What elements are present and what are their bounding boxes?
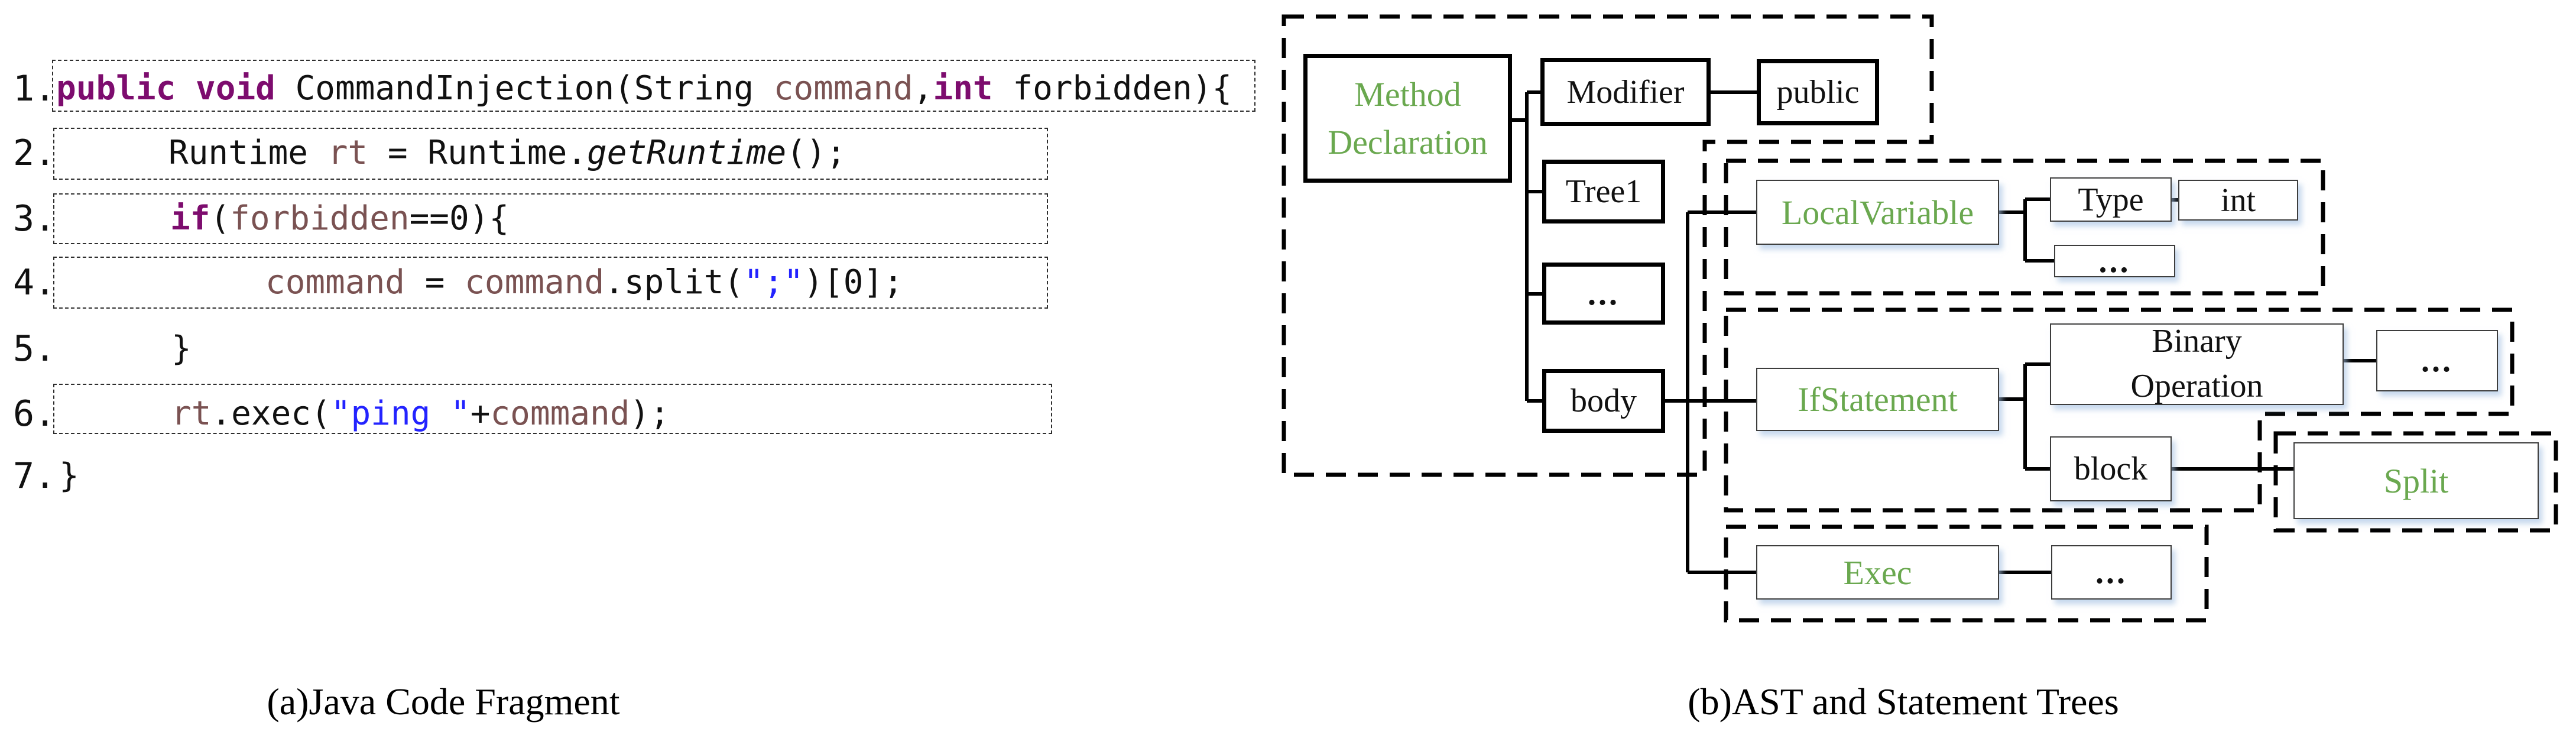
- line-number: 2.: [13, 132, 56, 174]
- code-line-1: 1. public void CommandInjection(String c…: [0, 63, 1232, 115]
- code-token: }: [59, 456, 79, 495]
- line-number: 3.: [13, 198, 56, 239]
- code-token: [176, 69, 196, 108]
- code-token: ();: [786, 134, 846, 172]
- edge-ifstatement-bracket: [1999, 362, 2050, 471]
- code-token: .exec(: [211, 394, 331, 433]
- code-token: int: [933, 69, 993, 108]
- caption-a: (a)Java Code Fragment: [267, 681, 620, 723]
- code-line-3: 3. if(forbidden==0){: [0, 193, 509, 245]
- code-token: =: [405, 263, 465, 302]
- code-line-6: 6. rt.exec("ping "+command);: [0, 388, 670, 440]
- node-binary-operation-ellipsis: ...: [2376, 330, 2498, 391]
- node-modifier: Modifier: [1540, 58, 1711, 126]
- node-localvariable: LocalVariable: [1756, 180, 1999, 245]
- node-body: body: [1542, 369, 1665, 433]
- code-token: command: [265, 263, 405, 302]
- code-line-4: 4. command = command.split(";")[0];: [0, 257, 903, 309]
- code-token: void: [196, 69, 275, 108]
- code-token: command: [465, 263, 605, 302]
- line-number: 7.: [13, 455, 56, 497]
- node-exec-ellipsis: ...: [2051, 545, 2172, 600]
- node-ast-ellipsis: ...: [1542, 263, 1665, 325]
- code-token: if: [170, 199, 210, 238]
- code-token: ";": [744, 263, 804, 302]
- node-type: Type: [2050, 177, 2172, 222]
- code-token: = Runtime.: [368, 134, 588, 172]
- node-int: int: [2178, 180, 2298, 221]
- line-number: 5.: [13, 328, 56, 370]
- code-line-5: 5. }: [0, 323, 192, 375]
- line-number: 1.: [13, 68, 56, 109]
- node-ifstatement: IfStatement: [1756, 368, 1999, 431]
- code-token: .split(: [604, 263, 744, 302]
- code-token: rt: [171, 394, 212, 433]
- node-exec: Exec: [1756, 545, 1999, 600]
- caption-b: (b)AST and Statement Trees: [1688, 681, 2119, 723]
- code-token: ==0){: [409, 199, 510, 238]
- code-line-box-1: [52, 60, 1255, 112]
- node-tree1: Tree1: [1542, 160, 1665, 224]
- code-token: forbidden){: [992, 69, 1232, 108]
- code-line-2: 2. Runtime rt = Runtime.getRuntime();: [0, 127, 846, 179]
- code-line-box-2: [53, 128, 1048, 180]
- code-token: )[0];: [803, 263, 903, 302]
- code-line-box-3: [53, 193, 1048, 244]
- node-binary-operation: Binary Operation: [2050, 323, 2344, 405]
- line-number: 6.: [13, 393, 56, 435]
- code-token: "ping ": [330, 394, 471, 433]
- node-method-declaration: Method Declaration: [1303, 54, 1512, 183]
- code-token: command: [490, 394, 630, 433]
- code-token: forbidden: [230, 199, 410, 238]
- code-token: +: [470, 394, 491, 433]
- code-token: );: [630, 394, 670, 433]
- code-token: Runtime: [168, 134, 328, 172]
- node-public: public: [1757, 59, 1879, 125]
- node-localvariable-ellipsis: ...: [2054, 243, 2175, 280]
- node-block: block: [2050, 436, 2172, 501]
- edge-localvariable-bracket: [1999, 197, 2054, 263]
- code-line-box-4: [53, 257, 1048, 309]
- code-token: }: [171, 329, 192, 368]
- code-token: getRuntime: [587, 134, 787, 172]
- code-token: rt: [327, 134, 368, 172]
- code-line-7: 7. }: [0, 450, 119, 502]
- code-line-box-6: [53, 384, 1052, 434]
- code-token: (: [210, 199, 231, 238]
- line-number: 4.: [13, 262, 56, 303]
- node-split: Split: [2293, 442, 2539, 519]
- code-token: CommandInjection(String: [275, 69, 774, 108]
- code-token: command: [773, 69, 913, 108]
- code-token: public: [56, 69, 176, 108]
- code-token: ,: [913, 69, 933, 108]
